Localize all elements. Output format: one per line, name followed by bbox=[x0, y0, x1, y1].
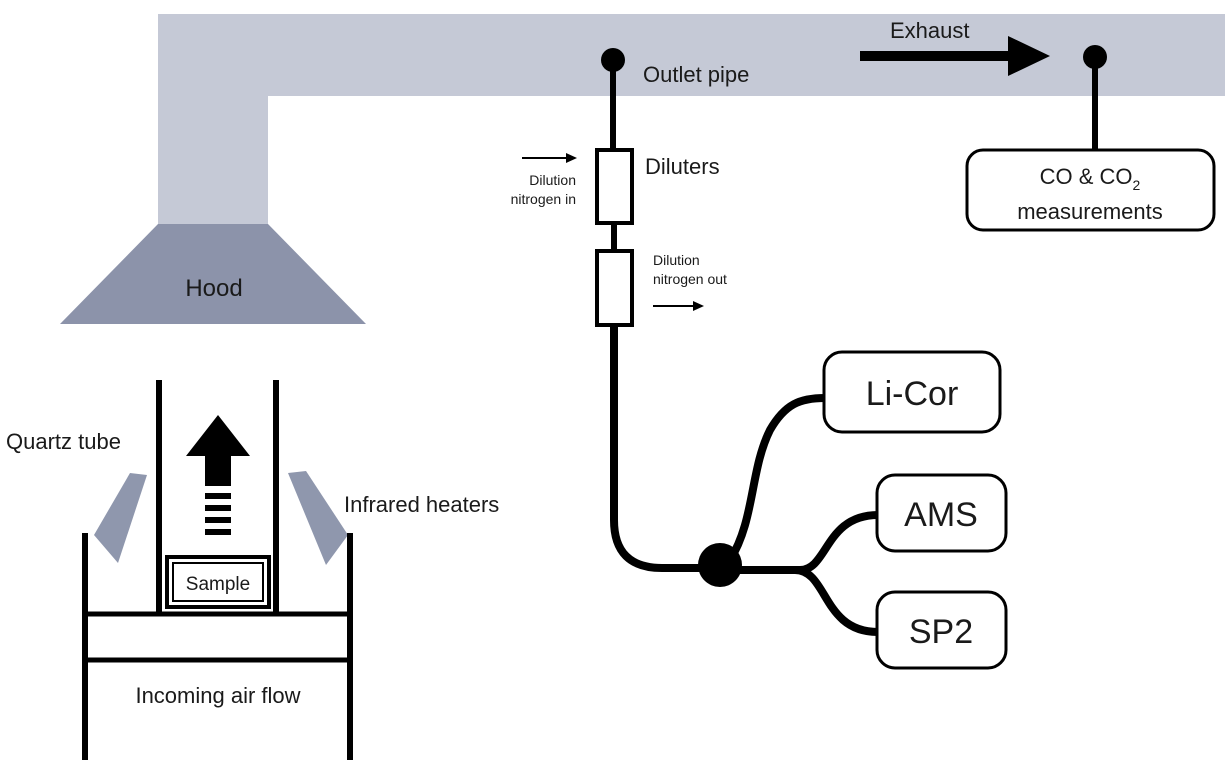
co-co2-label: CO & CO bbox=[1040, 164, 1133, 189]
outlet-pipe-label: Outlet pipe bbox=[643, 62, 749, 87]
sample-label: Sample bbox=[186, 574, 250, 595]
sp2-box: SP2 bbox=[875, 590, 1008, 670]
exhaust-arrow bbox=[860, 36, 1050, 76]
hood bbox=[60, 224, 366, 324]
measurements-label: measurements bbox=[1017, 199, 1163, 224]
upward-flow-arrow bbox=[186, 415, 250, 535]
ams-box: AMS bbox=[875, 473, 1008, 553]
diluter-2 bbox=[595, 249, 634, 327]
hood-label: Hood bbox=[185, 275, 242, 302]
sp2-branch bbox=[794, 566, 879, 636]
licor-box: Li-Cor bbox=[822, 350, 1002, 434]
dilution-out-arrow bbox=[653, 301, 704, 311]
infrared-heaters-label: Infrared heaters bbox=[344, 492, 499, 517]
dilution-in-label-2: nitrogen in bbox=[511, 191, 576, 207]
diluter-1 bbox=[595, 148, 634, 225]
sp2-label: SP2 bbox=[909, 613, 973, 651]
licor-branch bbox=[726, 394, 826, 563]
incoming-air-flow-label: Incoming air flow bbox=[135, 683, 300, 708]
quartz-tube-label: Quartz tube bbox=[6, 429, 121, 454]
dilution-out-label-2: nitrogen out bbox=[653, 271, 727, 287]
ams-label: AMS bbox=[904, 496, 978, 534]
sample-line bbox=[610, 325, 720, 572]
dilution-in-arrow bbox=[522, 153, 577, 163]
co-co2-measurements-box: CO & CO2 measurements bbox=[965, 148, 1216, 232]
diluters-label: Diluters bbox=[645, 154, 720, 179]
infrared-heater-left bbox=[94, 473, 147, 563]
dilution-out-label-1: Dilution bbox=[653, 252, 700, 268]
infrared-heater-right bbox=[288, 471, 348, 565]
exhaust-duct bbox=[158, 14, 1225, 226]
splitter-junction bbox=[698, 543, 742, 587]
exhaust-label: Exhaust bbox=[890, 18, 970, 43]
svg-text:CO & CO2: CO & CO2 bbox=[1040, 164, 1141, 193]
co2-subscript: 2 bbox=[1133, 177, 1141, 193]
sample-box: Sample bbox=[165, 555, 271, 609]
dilution-in-label-1: Dilution bbox=[529, 172, 576, 188]
licor-label: Li-Cor bbox=[866, 375, 959, 413]
